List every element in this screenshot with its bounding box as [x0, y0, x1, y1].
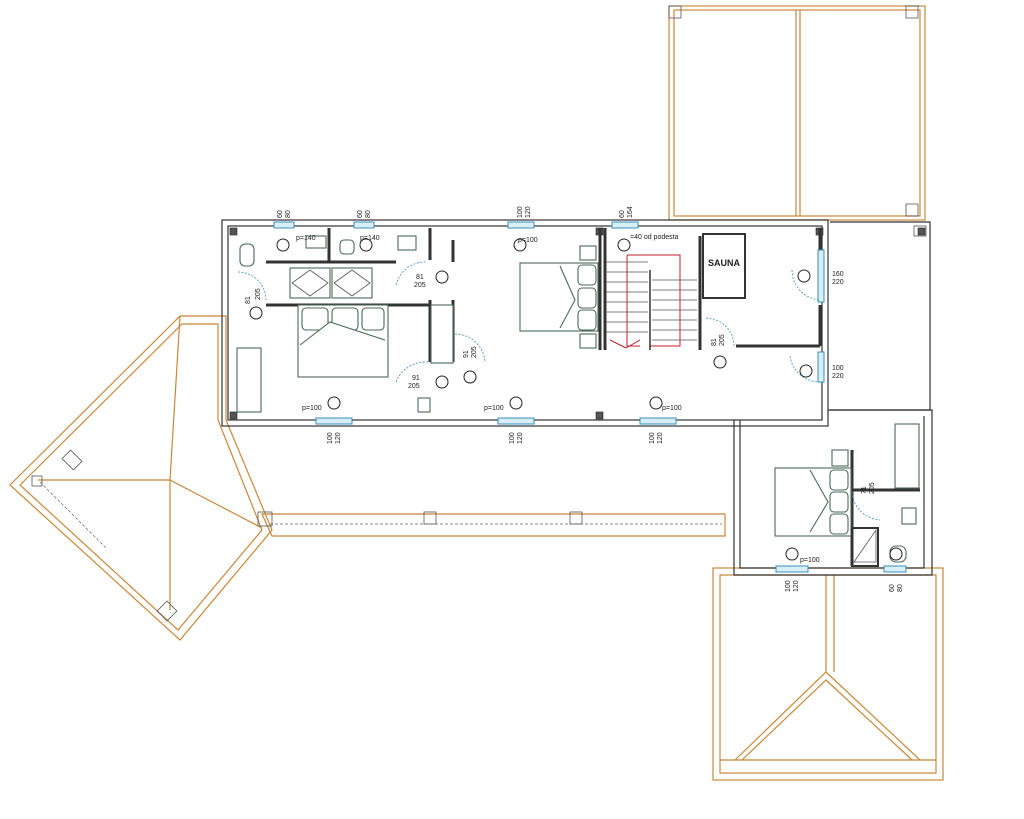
- door-d2-a: 81: [245, 296, 252, 304]
- opening-w5-b: 120: [335, 432, 342, 444]
- sill-label-d: p=100: [302, 405, 322, 412]
- door-d1-a: 81: [416, 274, 424, 281]
- roof-top-right: [668, 5, 926, 221]
- bathroom-fixtures: [239, 235, 431, 413]
- opening-w2-b: 80: [365, 210, 372, 218]
- door-d6-b: 220: [832, 373, 844, 380]
- door-d7-a: 81: [711, 338, 718, 346]
- stair-note: =40 od podesta: [630, 234, 679, 241]
- opening-w1-a: 60: [277, 210, 284, 218]
- bed-center: [519, 245, 599, 349]
- sill-label-b: p=140: [360, 235, 380, 242]
- opening-w2-a: 60: [357, 210, 364, 218]
- door-d5-a: 160: [832, 271, 844, 278]
- opening-w6-a: 100: [509, 432, 516, 444]
- opening-w9-a: 60: [889, 584, 896, 592]
- door-d3-a: 91: [463, 350, 470, 358]
- door-d1-b: 205: [414, 282, 426, 289]
- opening-w6-b: 120: [517, 432, 524, 444]
- bed-bottom-right: [774, 423, 920, 537]
- sill-label-f: p=100: [662, 405, 682, 412]
- shower-bottom-right: [851, 507, 917, 567]
- door-d5-b: 220: [832, 279, 844, 286]
- windows: [273, 221, 907, 573]
- cabinet-center: [430, 304, 454, 364]
- terrace-right: [830, 221, 931, 411]
- opening-w4-a: 60: [619, 210, 626, 218]
- sill-label-e: p=100: [484, 405, 504, 412]
- door-d8-b: 205: [869, 482, 876, 494]
- opening-w7-a: 100: [649, 432, 656, 444]
- wardrobe-1: [289, 267, 373, 299]
- roof-front-terrace: [257, 511, 726, 537]
- sill-label-c: p=100: [518, 237, 538, 244]
- opening-w5-a: 100: [327, 432, 334, 444]
- bed-master: [297, 304, 389, 378]
- opening-w3-a: 100: [517, 206, 524, 218]
- opening-w1-b: 80: [285, 210, 292, 218]
- opening-w8-b: 120: [793, 580, 800, 592]
- door-d8-a: 71: [861, 486, 868, 494]
- opening-w4-b: 164: [627, 206, 634, 218]
- room-label-sauna: SAUNA: [708, 258, 741, 268]
- sofa-left: [236, 347, 262, 413]
- door-d6-a: 100: [832, 365, 844, 372]
- roof-bottom-right: [712, 567, 944, 781]
- staircase: [606, 254, 697, 350]
- roof-left-wing: [9, 315, 273, 641]
- doors: [237, 261, 881, 521]
- door-d2-b: 205: [255, 288, 262, 300]
- opening-w9-b: 80: [897, 584, 904, 592]
- sill-label-g: p=100: [800, 557, 820, 564]
- door-d4-a: 91: [412, 375, 420, 382]
- door-d3-b: 205: [471, 346, 478, 358]
- opening-w3-b: 120: [525, 206, 532, 218]
- opening-w8-a: 100: [785, 580, 792, 592]
- opening-w7-b: 120: [657, 432, 664, 444]
- ceiling-lights: [249, 238, 903, 561]
- sill-label-a: p=140: [296, 235, 316, 242]
- door-d4-b: 205: [408, 383, 420, 390]
- door-d7-b: 205: [719, 334, 726, 346]
